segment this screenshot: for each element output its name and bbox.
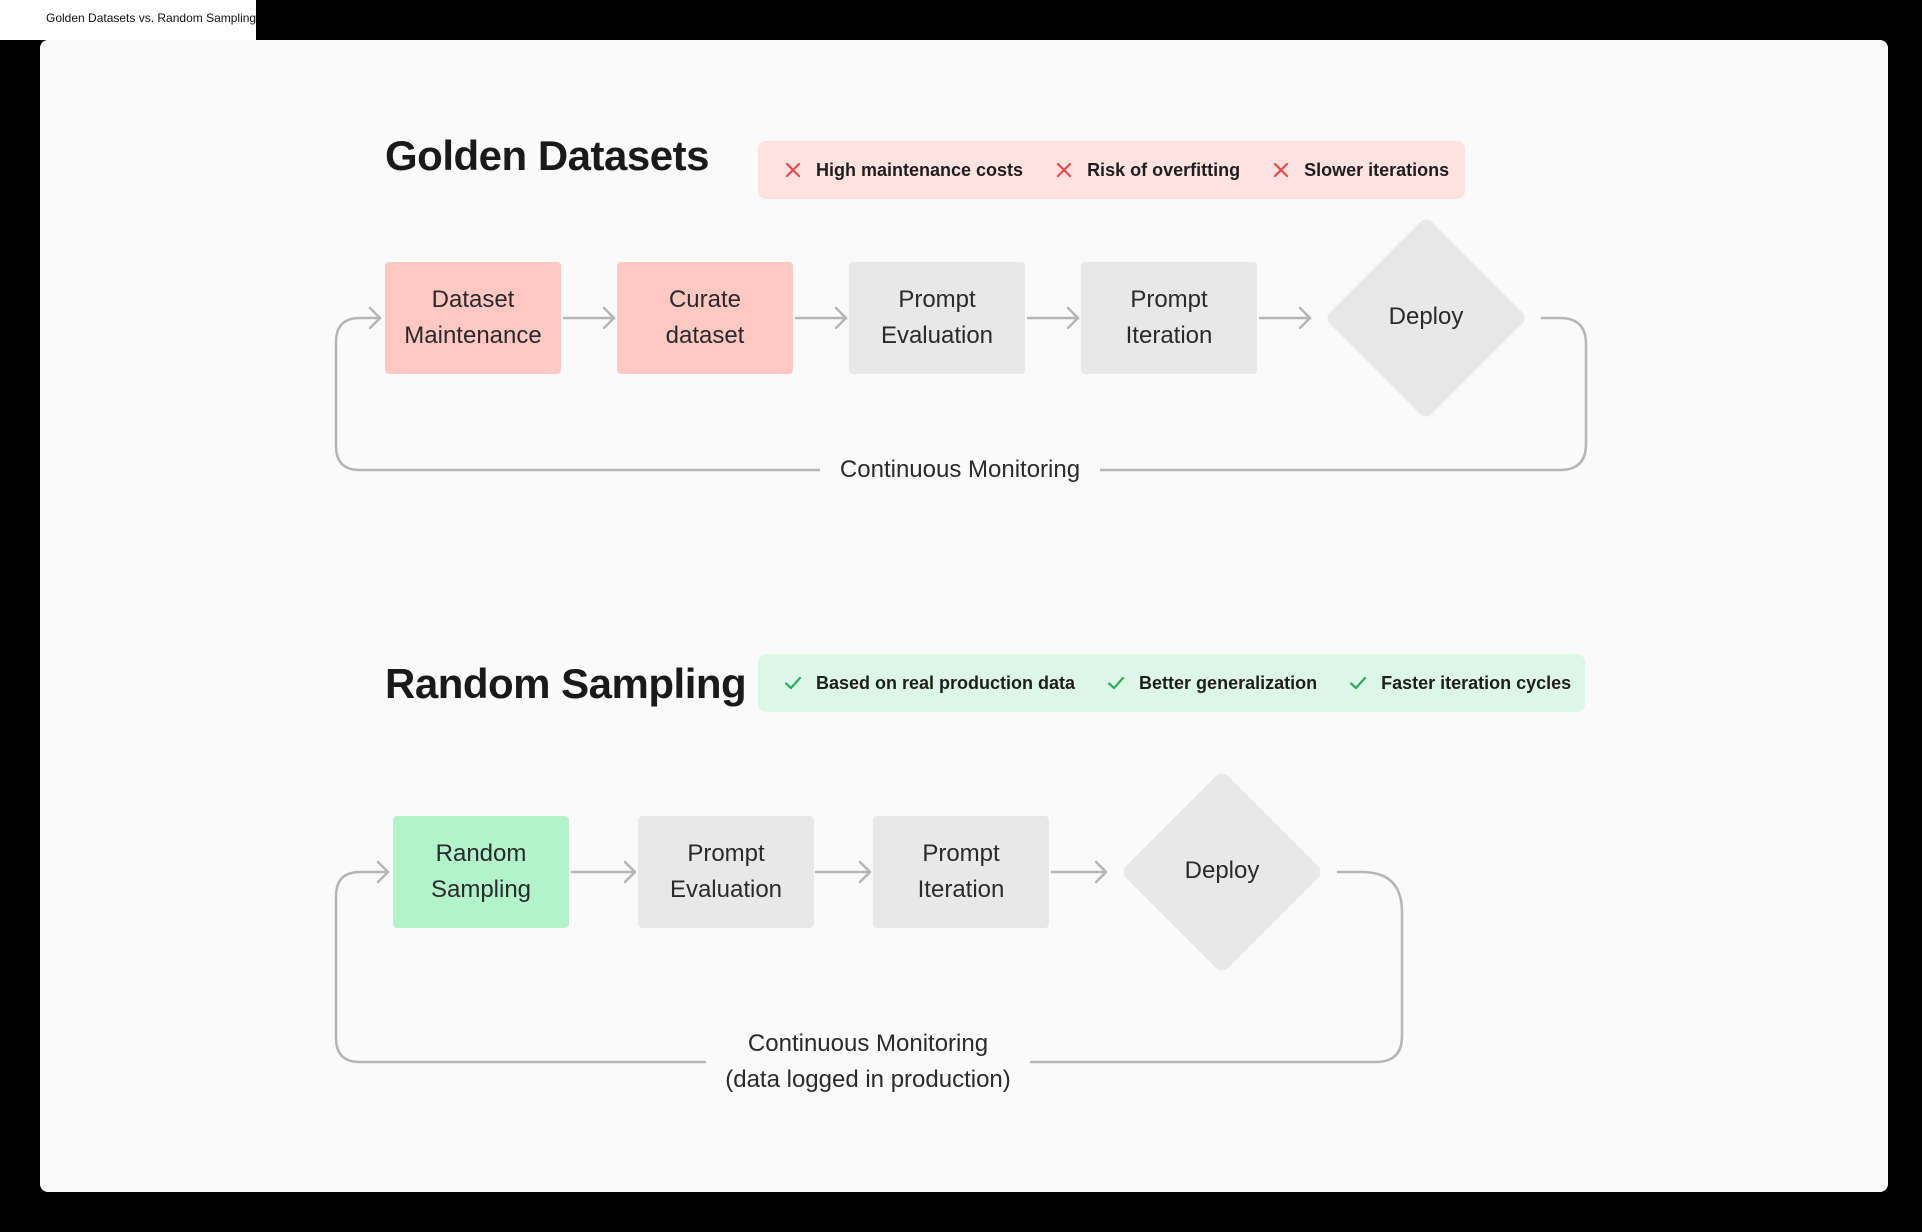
arrow-right-icon — [376, 860, 390, 884]
continuous-monitoring-label: Continuous Monitoring (data logged in pr… — [706, 1026, 1030, 1098]
check-icon — [784, 676, 802, 690]
x-icon — [1056, 162, 1072, 178]
continuous-monitoring-label: Continuous Monitoring — [820, 452, 1100, 488]
benefit-item: Faster iteration cycles — [1349, 673, 1571, 694]
x-icon — [1273, 162, 1289, 178]
monitoring-loop-golden — [1098, 316, 1588, 472]
deploy-label: Deploy — [1184, 857, 1260, 884]
drawback-text: High maintenance costs — [816, 159, 1024, 180]
benefit-text: Better generalization — [1139, 672, 1318, 693]
benefit-text: Based on real production data — [816, 672, 1076, 693]
arrow-right-icon — [814, 860, 872, 884]
check-icon — [1107, 676, 1125, 690]
benefit-item: Based on real production data — [784, 673, 1075, 694]
monitoring-loop-random — [1028, 870, 1404, 1064]
drawback-item: Risk of overfitting — [1055, 160, 1240, 181]
arrow-right-icon — [1258, 306, 1312, 330]
drawback-item: Slower iterations — [1272, 160, 1449, 181]
drawback-item: High maintenance costs — [784, 160, 1023, 181]
connector-lines — [334, 306, 1588, 1064]
arrow-right-icon — [1050, 860, 1108, 884]
arrow-right-icon — [1026, 306, 1080, 330]
benefit-text: Faster iteration cycles — [1381, 672, 1572, 693]
arrow-right-icon — [562, 306, 616, 330]
window-tab-title: Golden Datasets vs. Random Sampling — [46, 11, 257, 25]
diagram-canvas: Golden Datasets High maintenance costs R… — [40, 40, 1888, 1192]
arrow-right-icon — [368, 306, 382, 330]
x-icon — [785, 162, 801, 178]
drawback-text: Slower iterations — [1304, 159, 1450, 180]
check-icon — [1349, 676, 1367, 690]
arrow-right-icon — [570, 860, 637, 884]
random-sampling-title: Random Sampling — [385, 660, 747, 707]
golden-datasets-title: Golden Datasets — [385, 132, 709, 179]
arrow-right-icon — [794, 306, 848, 330]
window-tab[interactable]: Golden Datasets vs. Random Sampling — [0, 0, 256, 40]
benefits-badge: Based on real production data Better gen… — [758, 654, 1585, 712]
deploy-label: Deploy — [1388, 303, 1464, 330]
benefit-item: Better generalization — [1107, 673, 1317, 694]
drawbacks-badge: High maintenance costs Risk of overfitti… — [758, 141, 1465, 199]
drawback-text: Risk of overfitting — [1087, 159, 1241, 180]
